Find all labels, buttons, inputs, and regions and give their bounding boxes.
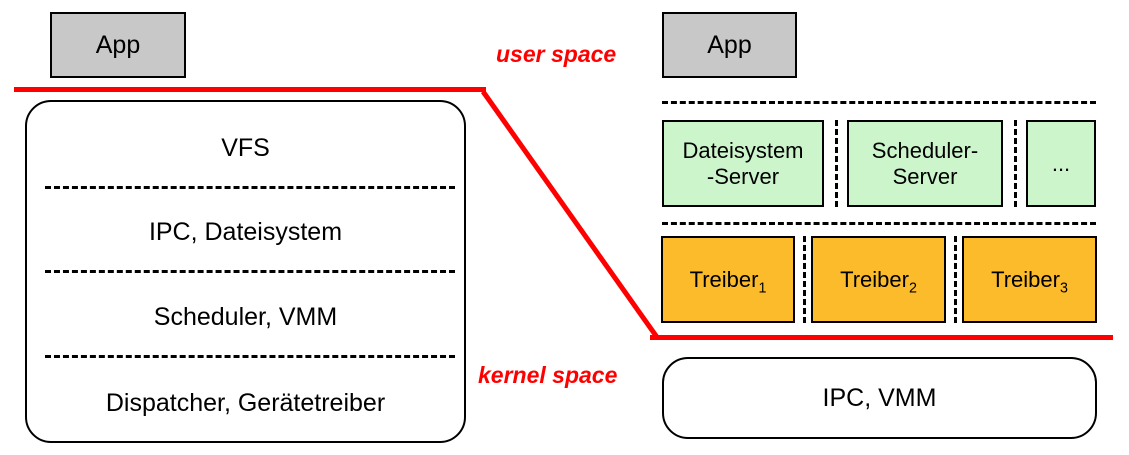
driver-box-3-label: Treiber3 <box>991 266 1068 297</box>
server-separator-2 <box>1014 120 1017 207</box>
driver-box-2: Treiber2 <box>811 236 946 323</box>
kernel-divider-1 <box>45 186 455 189</box>
server-divider-bottom <box>662 222 1096 225</box>
left-app-label: App <box>95 30 141 59</box>
user-space-label: user space <box>496 41 617 67</box>
boundary-line-right-segment <box>650 335 1113 340</box>
kernel-space-label: kernel space <box>478 362 618 388</box>
microkernel-box: IPC, VMM <box>662 357 1097 439</box>
microkernel-label: IPC, VMM <box>822 383 937 412</box>
boundary-line-diagonal <box>480 90 660 340</box>
right-app-box: App <box>662 12 797 78</box>
driver-box-3: Treiber3 <box>962 236 1097 323</box>
driver-box-1-label: Treiber1 <box>689 266 767 297</box>
server-box-dateisystem: Dateisystem -Server <box>662 120 824 207</box>
server-box-more-label: ... <box>1051 150 1071 176</box>
driver-box-2-label: Treiber2 <box>840 266 917 297</box>
driver-box-1: Treiber1 <box>661 236 795 323</box>
kernel-layer-dispatcher-drivers-label: Dispatcher, Gerätetreiber <box>105 388 386 417</box>
driver-separator-2 <box>954 236 957 323</box>
kernel-layer-dispatcher-drivers: Dispatcher, Gerätetreiber <box>25 383 466 423</box>
server-divider-top <box>662 101 1096 104</box>
kernel-divider-2 <box>45 270 455 273</box>
boundary-line-left-segment <box>14 87 486 92</box>
server-box-scheduler: Scheduler- Server <box>847 120 1003 207</box>
kernel-layer-scheduler-vmm: Scheduler, VMM <box>25 297 466 337</box>
kernel-layer-vfs-label: VFS <box>221 133 270 162</box>
kernel-divider-3 <box>45 355 455 358</box>
server-box-dateisystem-label: Dateisystem -Server <box>682 138 804 189</box>
left-app-box: App <box>50 12 186 78</box>
kernel-layer-scheduler-vmm-label: Scheduler, VMM <box>153 302 338 331</box>
server-box-more: ... <box>1026 120 1096 207</box>
right-app-label: App <box>707 30 752 59</box>
driver-separator-1 <box>803 236 806 323</box>
kernel-layer-ipc-fs-label: IPC, Dateisystem <box>148 217 343 246</box>
server-box-scheduler-label: Scheduler- Server <box>871 138 979 189</box>
kernel-layer-vfs: VFS <box>25 128 466 168</box>
kernel-layer-ipc-fs: IPC, Dateisystem <box>25 212 466 252</box>
server-separator-1 <box>835 120 838 207</box>
